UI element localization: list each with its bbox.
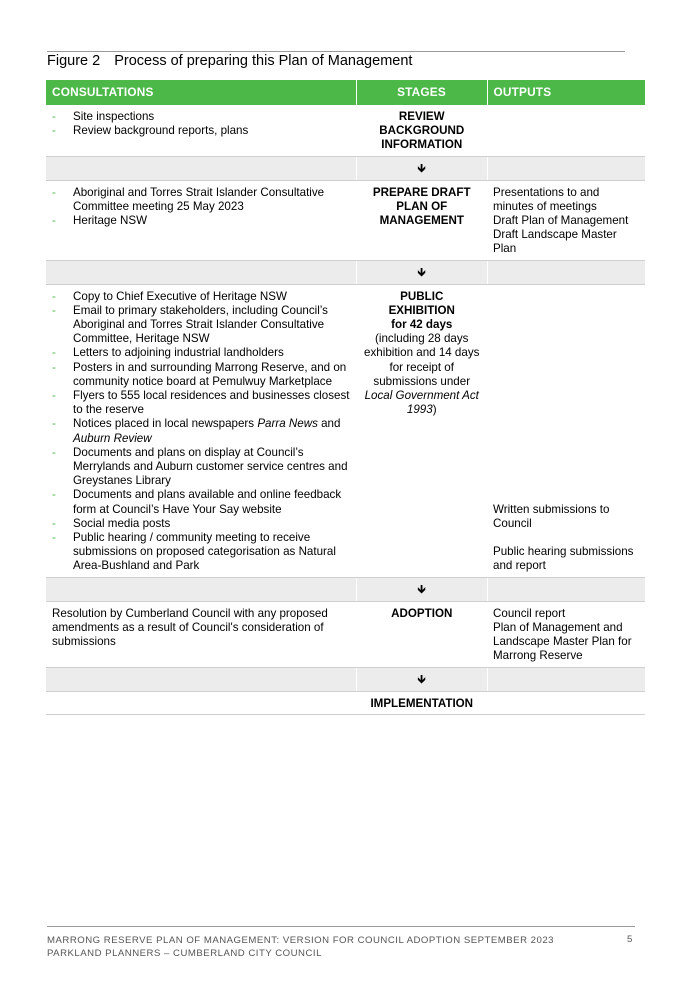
outputs-cell: Presentations to and minutes of meetings…: [487, 180, 645, 261]
output-item: Draft Plan of Management: [493, 214, 629, 228]
consultations-cell: [46, 691, 356, 715]
stage-line: PUBLIC: [400, 289, 444, 303]
header-row: CONSULTATIONS STAGES OUTPUTS: [46, 80, 645, 105]
stage-cell: REVIEW BACKGROUND INFORMATION: [355, 105, 487, 157]
list-item: Review background reports, plans: [52, 124, 350, 138]
stage-line: PLAN OF: [396, 199, 448, 213]
outputs-cell: Council report Plan of Management and La…: [487, 601, 645, 668]
outputs-cell: Written submissions to Council Public he…: [487, 284, 645, 578]
footer-rule: [47, 926, 635, 927]
process-table: CONSULTATIONS STAGES OUTPUTS Site inspec…: [46, 80, 645, 715]
stage-line: ADOPTION: [391, 606, 453, 620]
list-item: Posters in and surrounding Marrong Reser…: [52, 361, 350, 389]
arrow-down-icon: 🡻: [417, 671, 426, 686]
page-number: 5: [627, 934, 633, 945]
list-item: Site inspections: [52, 110, 350, 124]
stage-line: BACKGROUND: [379, 124, 465, 138]
outputs-cell: [487, 105, 645, 157]
consultations-cell: Copy to Chief Executive of Heritage NSW …: [46, 284, 356, 578]
output-item: Public hearing submissions and report: [493, 545, 634, 573]
header-stages: STAGES: [355, 80, 487, 105]
list-item: Documents and plans on display at Counci…: [52, 446, 350, 489]
consultations-cell: Aboriginal and Torres Strait Islander Co…: [46, 180, 356, 261]
arrow-down-icon: 🡻: [417, 265, 426, 280]
list-item: Notices placed in local newspapers Parra…: [52, 417, 350, 445]
arrow-row: 🡻: [46, 156, 645, 181]
arrow-down-icon: 🡻: [417, 161, 426, 175]
list-item: Social media posts: [52, 517, 350, 531]
stage-line: INFORMATION: [381, 138, 463, 152]
consultations-cell: Resolution by Cumberland Council with an…: [46, 601, 356, 668]
outputs-cell: [487, 691, 645, 715]
stage-line: PREPARE DRAFT: [372, 185, 471, 199]
arrow-row: 🡻: [46, 667, 645, 692]
table-row: IMPLEMENTATION: [46, 691, 645, 715]
header-consultations: CONSULTATIONS: [46, 80, 356, 105]
arrow-down-icon: 🡻: [417, 582, 426, 597]
stage-cell: IMPLEMENTATION: [355, 691, 487, 715]
figure-number: Figure 2: [47, 53, 101, 69]
table-row: Copy to Chief Executive of Heritage NSW …: [46, 284, 645, 578]
list-item: Copy to Chief Executive of Heritage NSW: [52, 290, 350, 304]
header-outputs: OUTPUTS: [486, 80, 645, 105]
top-rule: [47, 51, 625, 52]
stage-cell: ADOPTION: [355, 601, 487, 668]
stage-line: IMPLEMENTATION: [370, 696, 474, 710]
stage-line: REVIEW: [398, 110, 445, 123]
page-footer: MARRONG RESERVE PLAN OF MANAGEMENT: VERS…: [47, 934, 554, 960]
stage-note-act: Local Government Act 1993: [364, 389, 479, 417]
footer-line: MARRONG RESERVE PLAN OF MANAGEMENT: VERS…: [47, 935, 555, 946]
stage-line: MANAGEMENT: [379, 214, 464, 228]
figure-caption: Figure 2 Process of preparing this Plan o…: [47, 53, 412, 69]
table-row: Site inspections Review background repor…: [46, 105, 645, 157]
stage-cell: PREPARE DRAFT PLAN OF MANAGEMENT: [355, 180, 487, 261]
list-item: Documents and plans available and online…: [52, 488, 350, 516]
list-item: Heritage NSW: [52, 214, 350, 228]
output-item: Presentations to and minutes of meetings: [493, 185, 600, 213]
arrow-row: 🡻: [46, 260, 645, 285]
output-item: Written submissions to Council: [493, 502, 610, 531]
arrow-row: 🡻: [46, 577, 645, 602]
output-item: Council report: [493, 606, 566, 620]
list-item: Public hearing / community meeting to re…: [52, 531, 350, 574]
stage-cell: PUBLIC EXHIBITION for 42 days (including…: [355, 284, 487, 578]
list-item: Letters to adjoining industrial landhold…: [52, 346, 350, 360]
list-item: Flyers to 555 local residences and busin…: [52, 389, 350, 417]
stage-note: (including 28 days exhibition and 14 day…: [364, 332, 480, 388]
list-item: Aboriginal and Torres Strait Islander Co…: [52, 186, 350, 214]
footer-line: PARKLAND PLANNERS – CUMBERLAND CITY COUN…: [47, 948, 322, 959]
output-item: Plan of Management and Landscape Master …: [493, 620, 632, 663]
table-row: Aboriginal and Torres Strait Islander Co…: [46, 180, 645, 261]
consultations-cell: Site inspections Review background repor…: [46, 105, 356, 157]
figure-title: Process of preparing this Plan of Manage…: [114, 53, 413, 69]
stage-line: EXHIBITION: [388, 303, 455, 317]
stage-line: for 42 days: [391, 318, 453, 332]
list-item: Email to primary stakeholders, including…: [52, 304, 350, 347]
output-item: Draft Landscape Master Plan: [493, 228, 617, 256]
stage-note-close: ): [432, 403, 437, 417]
table-row: Resolution by Cumberland Council with an…: [46, 601, 645, 668]
